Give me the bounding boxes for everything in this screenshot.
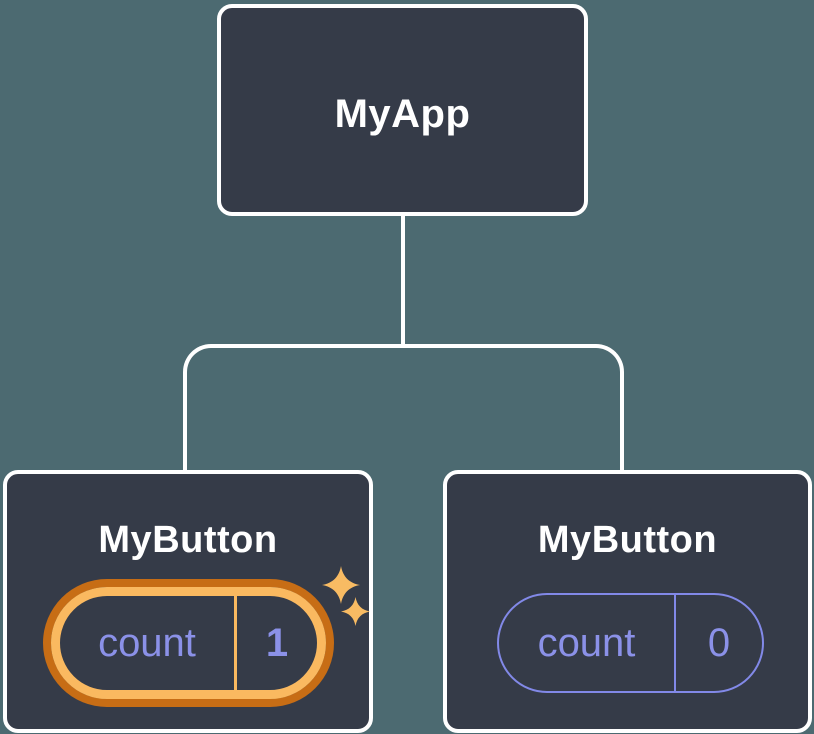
node-mybutton-1: MyButton count 1 — [3, 470, 373, 733]
state-pill-highlighted: count 1 — [51, 587, 326, 699]
node-myapp-label: MyApp — [334, 92, 471, 136]
pill-divider — [234, 596, 237, 690]
state-key: count — [537, 620, 636, 665]
sparkle-icon — [322, 566, 360, 604]
state-value: 1 — [265, 620, 289, 665]
state-value: 0 — [707, 620, 731, 665]
connector-stem — [401, 212, 405, 348]
node-mybutton-2: MyButton count 0 — [443, 470, 812, 733]
connector-bracket — [183, 344, 624, 470]
node-myapp: MyApp — [217, 4, 588, 216]
state-pill: count 0 — [497, 593, 764, 693]
sparkle-icon — [341, 597, 370, 626]
state-key: count — [98, 620, 196, 665]
pill-divider — [674, 595, 676, 691]
node-mybutton-2-label: MyButton — [537, 519, 718, 561]
node-mybutton-1-label: MyButton — [98, 519, 278, 561]
